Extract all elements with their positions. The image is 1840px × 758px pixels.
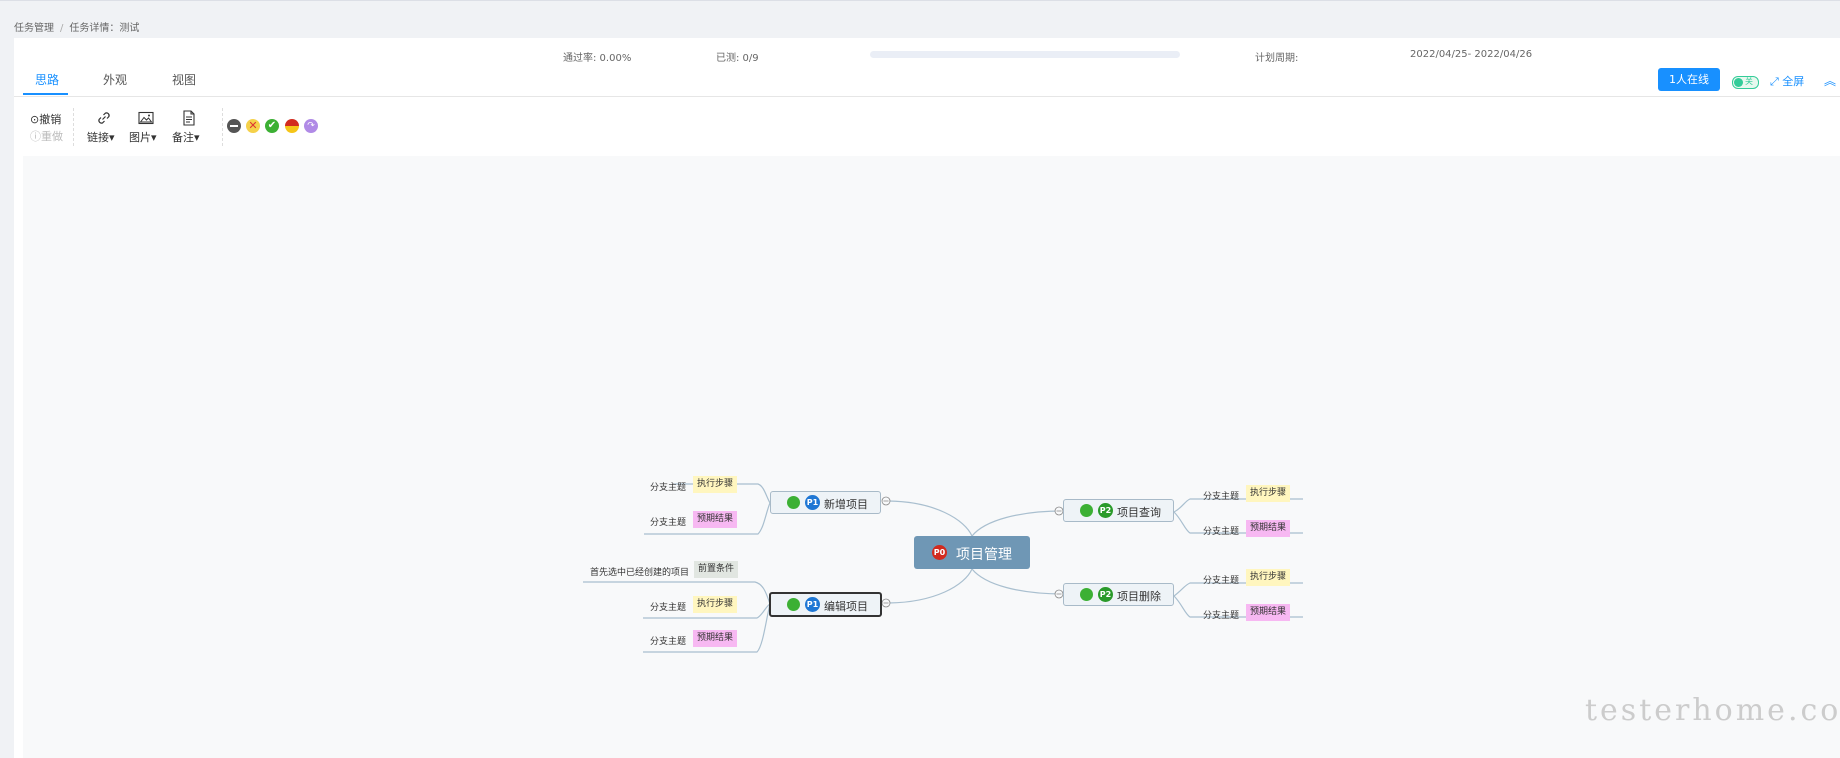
- note-icon[interactable]: [180, 109, 198, 127]
- image-label: 图片: [129, 131, 151, 144]
- priority-badge-p1: P1: [805, 495, 820, 510]
- node-label: 项目删除: [1117, 590, 1161, 603]
- breadcrumb-separator: /: [60, 23, 64, 34]
- check-icon: [787, 496, 800, 509]
- redo-button[interactable]: ⓘ重做: [30, 128, 63, 144]
- tag-expected[interactable]: 预期结果: [693, 511, 738, 528]
- node-label: 新增项目: [824, 498, 868, 511]
- tag-steps[interactable]: 执行步骤: [1246, 485, 1291, 502]
- link-button[interactable]: 链接▾: [87, 129, 115, 145]
- branch-topic[interactable]: 分支主题: [1203, 492, 1240, 502]
- image-icon[interactable]: [137, 109, 155, 127]
- tab-thinking[interactable]: 思路: [35, 73, 60, 87]
- check-icon: [787, 598, 800, 611]
- link-label: 链接: [87, 131, 109, 144]
- watermark: testerhome.com: [1585, 693, 1840, 728]
- tag-expected[interactable]: 预期结果: [1246, 520, 1291, 537]
- plan-dates: 2022/04/25- 2022/04/26: [1410, 49, 1533, 60]
- priority-badge-p1: P1: [805, 597, 820, 612]
- branch-topic[interactable]: 分支主题: [1203, 611, 1240, 621]
- branch-topic[interactable]: 分支主题: [1203, 527, 1240, 537]
- toolbar-divider: [73, 108, 75, 146]
- redo-icon: ⓘ: [30, 130, 41, 143]
- node-label: 项目查询: [1117, 506, 1161, 519]
- toolbar-divider: [222, 108, 224, 146]
- tag-steps[interactable]: 执行步骤: [693, 476, 738, 493]
- progress-bar: [870, 51, 1180, 58]
- note-dropdown-icon: ▾: [194, 131, 200, 144]
- branch-topic[interactable]: 分支主题: [650, 603, 687, 613]
- branch-topic[interactable]: 分支主题: [1203, 576, 1240, 586]
- toggle-label: 关: [1745, 77, 1753, 86]
- node-label: 编辑项目: [824, 600, 868, 613]
- note-label: 备注: [172, 131, 194, 144]
- mindmap-node-edit-project[interactable]: P1 编辑项目: [769, 592, 882, 617]
- priority-badge-p2: P2: [1098, 587, 1113, 602]
- breadcrumb: 任务管理 / 任务详情：测试: [14, 19, 139, 34]
- tab-active-indicator: [23, 93, 68, 95]
- collapse-up-icon[interactable]: ︽: [1824, 74, 1837, 88]
- breadcrumb-root[interactable]: 任务管理: [14, 23, 54, 34]
- fullscreen-button[interactable]: ⤢ 全屏: [1770, 73, 1804, 89]
- plan-label: 计划周期:: [1255, 53, 1299, 64]
- undo-icon: ⊙: [30, 113, 40, 126]
- root-node-label: 项目管理: [956, 547, 1012, 563]
- image-dropdown-icon: ▾: [151, 131, 157, 144]
- note-button[interactable]: 备注▾: [172, 129, 200, 145]
- tabs-divider: [14, 96, 1840, 97]
- top-border: [0, 0, 1840, 1]
- link-dropdown-icon: ▾: [109, 131, 115, 144]
- check-icon: [1080, 504, 1093, 517]
- mindmap-canvas[interactable]: [23, 156, 1840, 758]
- tag-expected[interactable]: 预期结果: [693, 630, 738, 647]
- tab-appearance[interactable]: 外观: [103, 73, 128, 87]
- mindmap-node-query-project[interactable]: P2 项目查询: [1063, 499, 1174, 522]
- tag-steps[interactable]: 执行步骤: [693, 596, 738, 613]
- fullscreen-label: 全屏: [1782, 75, 1805, 88]
- half-icon[interactable]: [285, 119, 299, 133]
- mindmap-root-node[interactable]: P0 项目管理: [914, 536, 1030, 569]
- tag-expected[interactable]: 预期结果: [1246, 604, 1291, 621]
- branch-topic[interactable]: 分支主题: [650, 483, 687, 493]
- toggle-switch[interactable]: 关: [1732, 76, 1759, 89]
- pass-rate: 通过率: 0.00%: [563, 53, 632, 64]
- online-users-button[interactable]: 1人在线: [1658, 68, 1720, 91]
- undo-label: 撤销: [39, 113, 62, 126]
- executed-count: 已测: 0/9: [716, 53, 759, 64]
- breadcrumb-current: 任务详情：测试: [69, 23, 140, 34]
- tag-precondition[interactable]: 前置条件: [694, 561, 739, 578]
- toggle-knob: [1734, 78, 1743, 87]
- precondition-text[interactable]: 首先选中已经创建的项目: [590, 568, 690, 578]
- undo-button[interactable]: ⊙撤销: [30, 111, 61, 127]
- cancel-icon[interactable]: ✕: [246, 119, 260, 133]
- mindmap-node-add-project[interactable]: P1 新增项目: [770, 491, 881, 514]
- check-icon: [1080, 588, 1093, 601]
- tag-steps[interactable]: 执行步骤: [1246, 569, 1291, 586]
- image-button[interactable]: 图片▾: [129, 129, 157, 145]
- remove-icon[interactable]: [227, 119, 241, 133]
- check-icon[interactable]: ✔: [265, 119, 279, 133]
- priority-badge-p2: P2: [1098, 503, 1113, 518]
- expand-icon: ⤢: [1770, 75, 1783, 88]
- mindmap-node-delete-project[interactable]: P2 项目删除: [1063, 583, 1174, 606]
- skip-icon[interactable]: ↷: [304, 119, 318, 133]
- priority-badge-p0: P0: [932, 545, 947, 560]
- branch-topic[interactable]: 分支主题: [650, 518, 687, 528]
- tab-view[interactable]: 视图: [172, 73, 197, 87]
- redo-label: 重做: [41, 130, 63, 143]
- branch-topic[interactable]: 分支主题: [650, 637, 687, 647]
- link-icon[interactable]: [95, 109, 113, 127]
